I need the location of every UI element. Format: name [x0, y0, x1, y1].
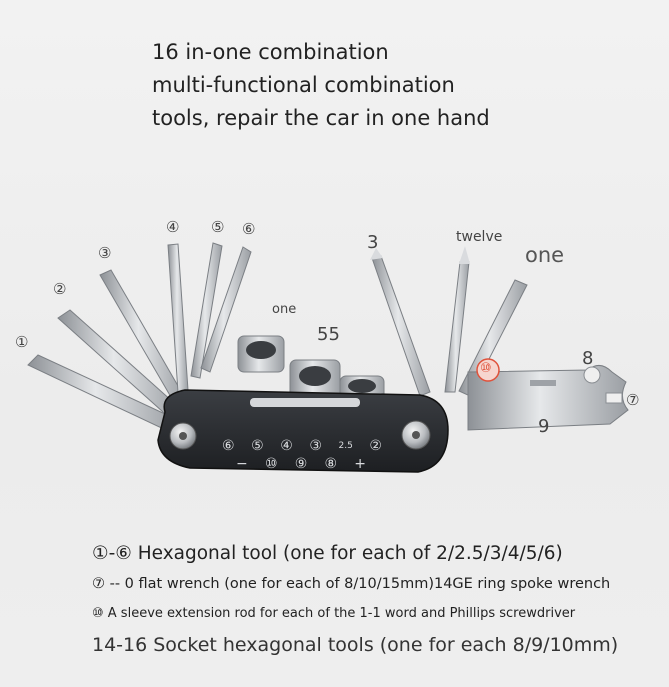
headline-line-2: multi-functional combination — [152, 73, 455, 97]
caption-flat-wrench: ⑦ -- 0 flat wrench (one for each of 8/10… — [92, 576, 611, 592]
body-symbol: ④ — [280, 438, 293, 454]
body-symbol: ③ — [309, 438, 322, 454]
callout-twelve: twelve — [456, 229, 503, 245]
callout-3: ③ — [98, 244, 112, 262]
body-symbol: ⑩ — [264, 456, 278, 472]
callout-1: ① — [15, 333, 29, 351]
body-symbol: ⑥ — [222, 438, 235, 454]
screwdriver-phillips — [444, 246, 470, 393]
hex-key-4 — [167, 243, 189, 393]
socket-9 — [289, 359, 341, 401]
callout-4: ④ — [166, 218, 180, 236]
callout-three: 3 — [367, 232, 379, 253]
screwdriver-flat — [370, 248, 431, 397]
body-symbol: − — [236, 456, 248, 472]
body-symbol-row-2: − ⑩ ⑨ ⑧ + — [236, 456, 366, 472]
body-symbol: 2.5 — [338, 441, 353, 451]
headline-line-1: 16 in-one combination — [152, 40, 389, 64]
body-symbol: ② — [369, 438, 382, 454]
body-symbol-row-1: ⑥ ⑤ ④ ③ 2.5 ② — [222, 438, 382, 454]
caption-hexagonal-tools: ①-⑥ Hexagonal tool (one for each of 2/2.… — [92, 543, 563, 564]
headline-line-3: tools, repair the car in one hand — [152, 106, 490, 130]
callout-one-right: one — [525, 243, 565, 267]
headline: 16 in-one combination multi-functional c… — [152, 36, 490, 135]
caption-sleeve-extension: ⑩ A sleeve extension rod for each of the… — [92, 606, 576, 621]
callout-eight: 8 — [582, 348, 594, 369]
body-symbol: ⑧ — [324, 456, 338, 472]
callout-5: ⑤ — [211, 218, 225, 236]
flat-wrench-plate — [467, 365, 629, 431]
callout-2: ② — [53, 280, 67, 298]
callout-6: ⑥ — [242, 220, 256, 238]
callout-one-small: one — [272, 302, 297, 317]
body-symbol: ⑤ — [251, 438, 264, 454]
badge-ten-marker — [476, 358, 500, 382]
body-symbol: + — [354, 456, 366, 472]
body-symbol: ⑨ — [294, 456, 308, 472]
tool-body — [157, 389, 449, 473]
callout-fifty-five: 55 — [317, 324, 340, 345]
socket-8 — [237, 335, 285, 373]
callout-ten: ⑩ — [480, 361, 492, 376]
hex-key-5 — [190, 242, 223, 379]
callout-nine: 9 — [538, 416, 550, 437]
callout-seven: ⑦ — [626, 391, 640, 409]
caption-socket-tools: 14-16 Socket hexagonal tools (one for ea… — [92, 634, 619, 656]
hex-key-6 — [200, 246, 252, 373]
